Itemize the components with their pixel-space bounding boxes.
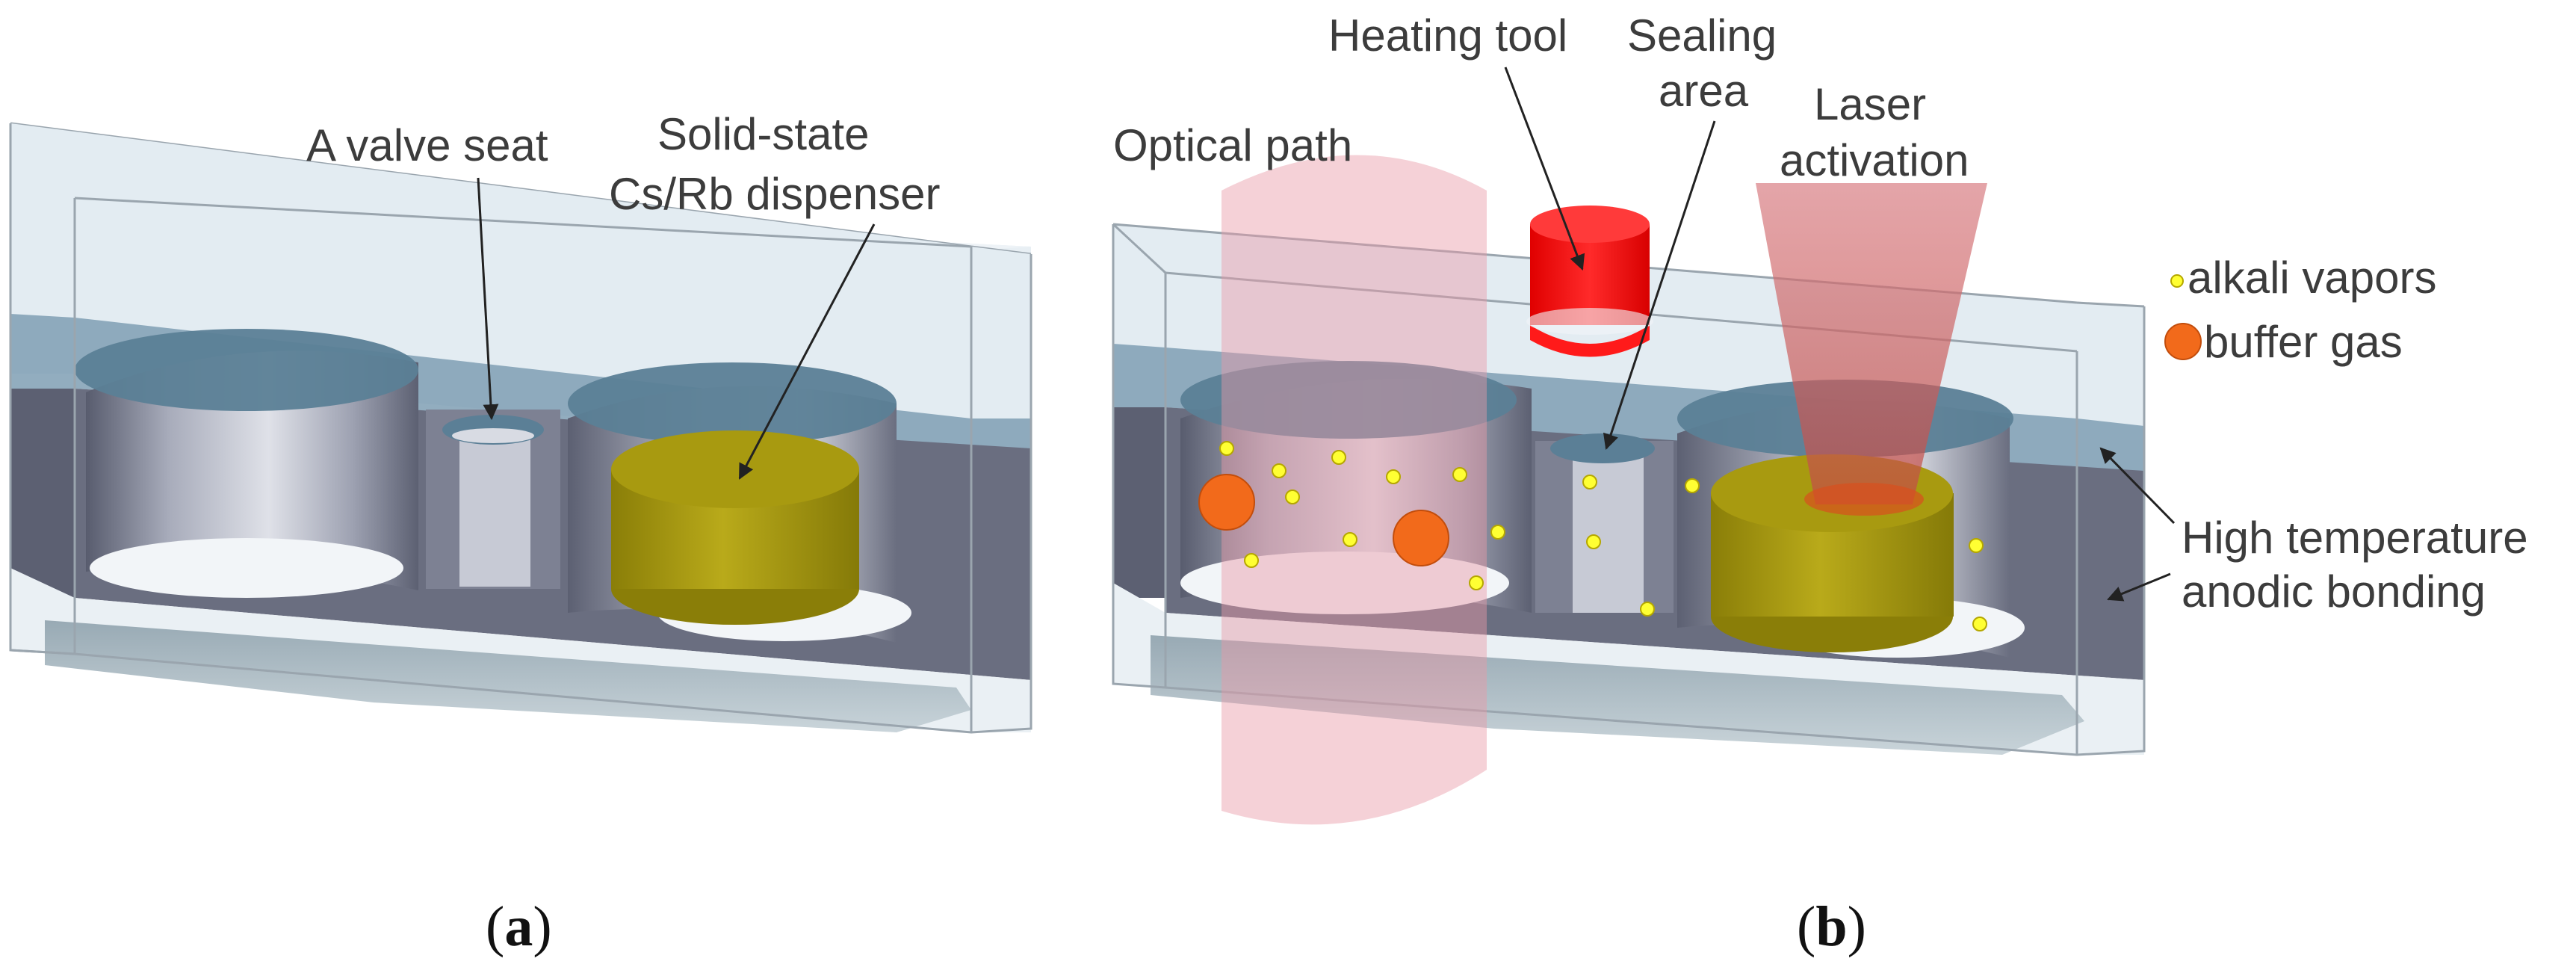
caption-a: (a) — [486, 895, 552, 958]
optical-path-beam — [1222, 155, 1487, 825]
alkali-vapor-particles — [1219, 441, 1987, 631]
laser-beam — [1756, 183, 1987, 504]
label-dispenser-line1: Solid-state — [657, 109, 869, 159]
legend-alkali-marker — [2170, 274, 2184, 288]
silicon-frame-a — [10, 389, 75, 598]
cavity-left-a — [86, 350, 418, 590]
legend: alkali vapors buffer gas — [2164, 253, 2437, 367]
panel-b: Optical path Heating tool Sealing area L… — [1112, 10, 2528, 958]
bottom-shadow-a — [45, 620, 971, 732]
label-bonding-line2: anodic bonding — [2182, 566, 2486, 617]
label-laser-line2: activation — [1780, 135, 1969, 185]
label-dispenser-line2: Cs/Rb dispenser — [609, 169, 941, 219]
bottom-shadow-b — [1151, 635, 2084, 755]
legend-buffer-marker — [2164, 323, 2202, 360]
label-optical-path: Optical path — [1113, 120, 1352, 170]
caption-b: (b) — [1797, 895, 1866, 958]
label-heating-tool: Heating tool — [1328, 10, 1567, 61]
heating-tool — [1526, 206, 1653, 357]
sealing-seat-b — [1550, 433, 1655, 463]
label-bonding-line1: High temperature — [2182, 513, 2528, 563]
label-laser-line1: Laser — [1814, 79, 1926, 129]
cs-rb-dispenser-a — [611, 430, 859, 625]
silicon-frame-b — [1113, 407, 1165, 598]
label-valve-seat: A valve seat — [306, 120, 548, 170]
legend-alkali-label: alkali vapors — [2188, 253, 2437, 303]
label-sealing-line2: area — [1659, 66, 1749, 116]
legend-buffer-label: buffer gas — [2204, 317, 2403, 367]
buffer-gas-particles — [1198, 474, 1449, 566]
panel-a: A valve seat Solid-state Cs/Rb dispenser… — [9, 109, 1032, 958]
label-sealing-line1: Sealing — [1627, 10, 1777, 61]
